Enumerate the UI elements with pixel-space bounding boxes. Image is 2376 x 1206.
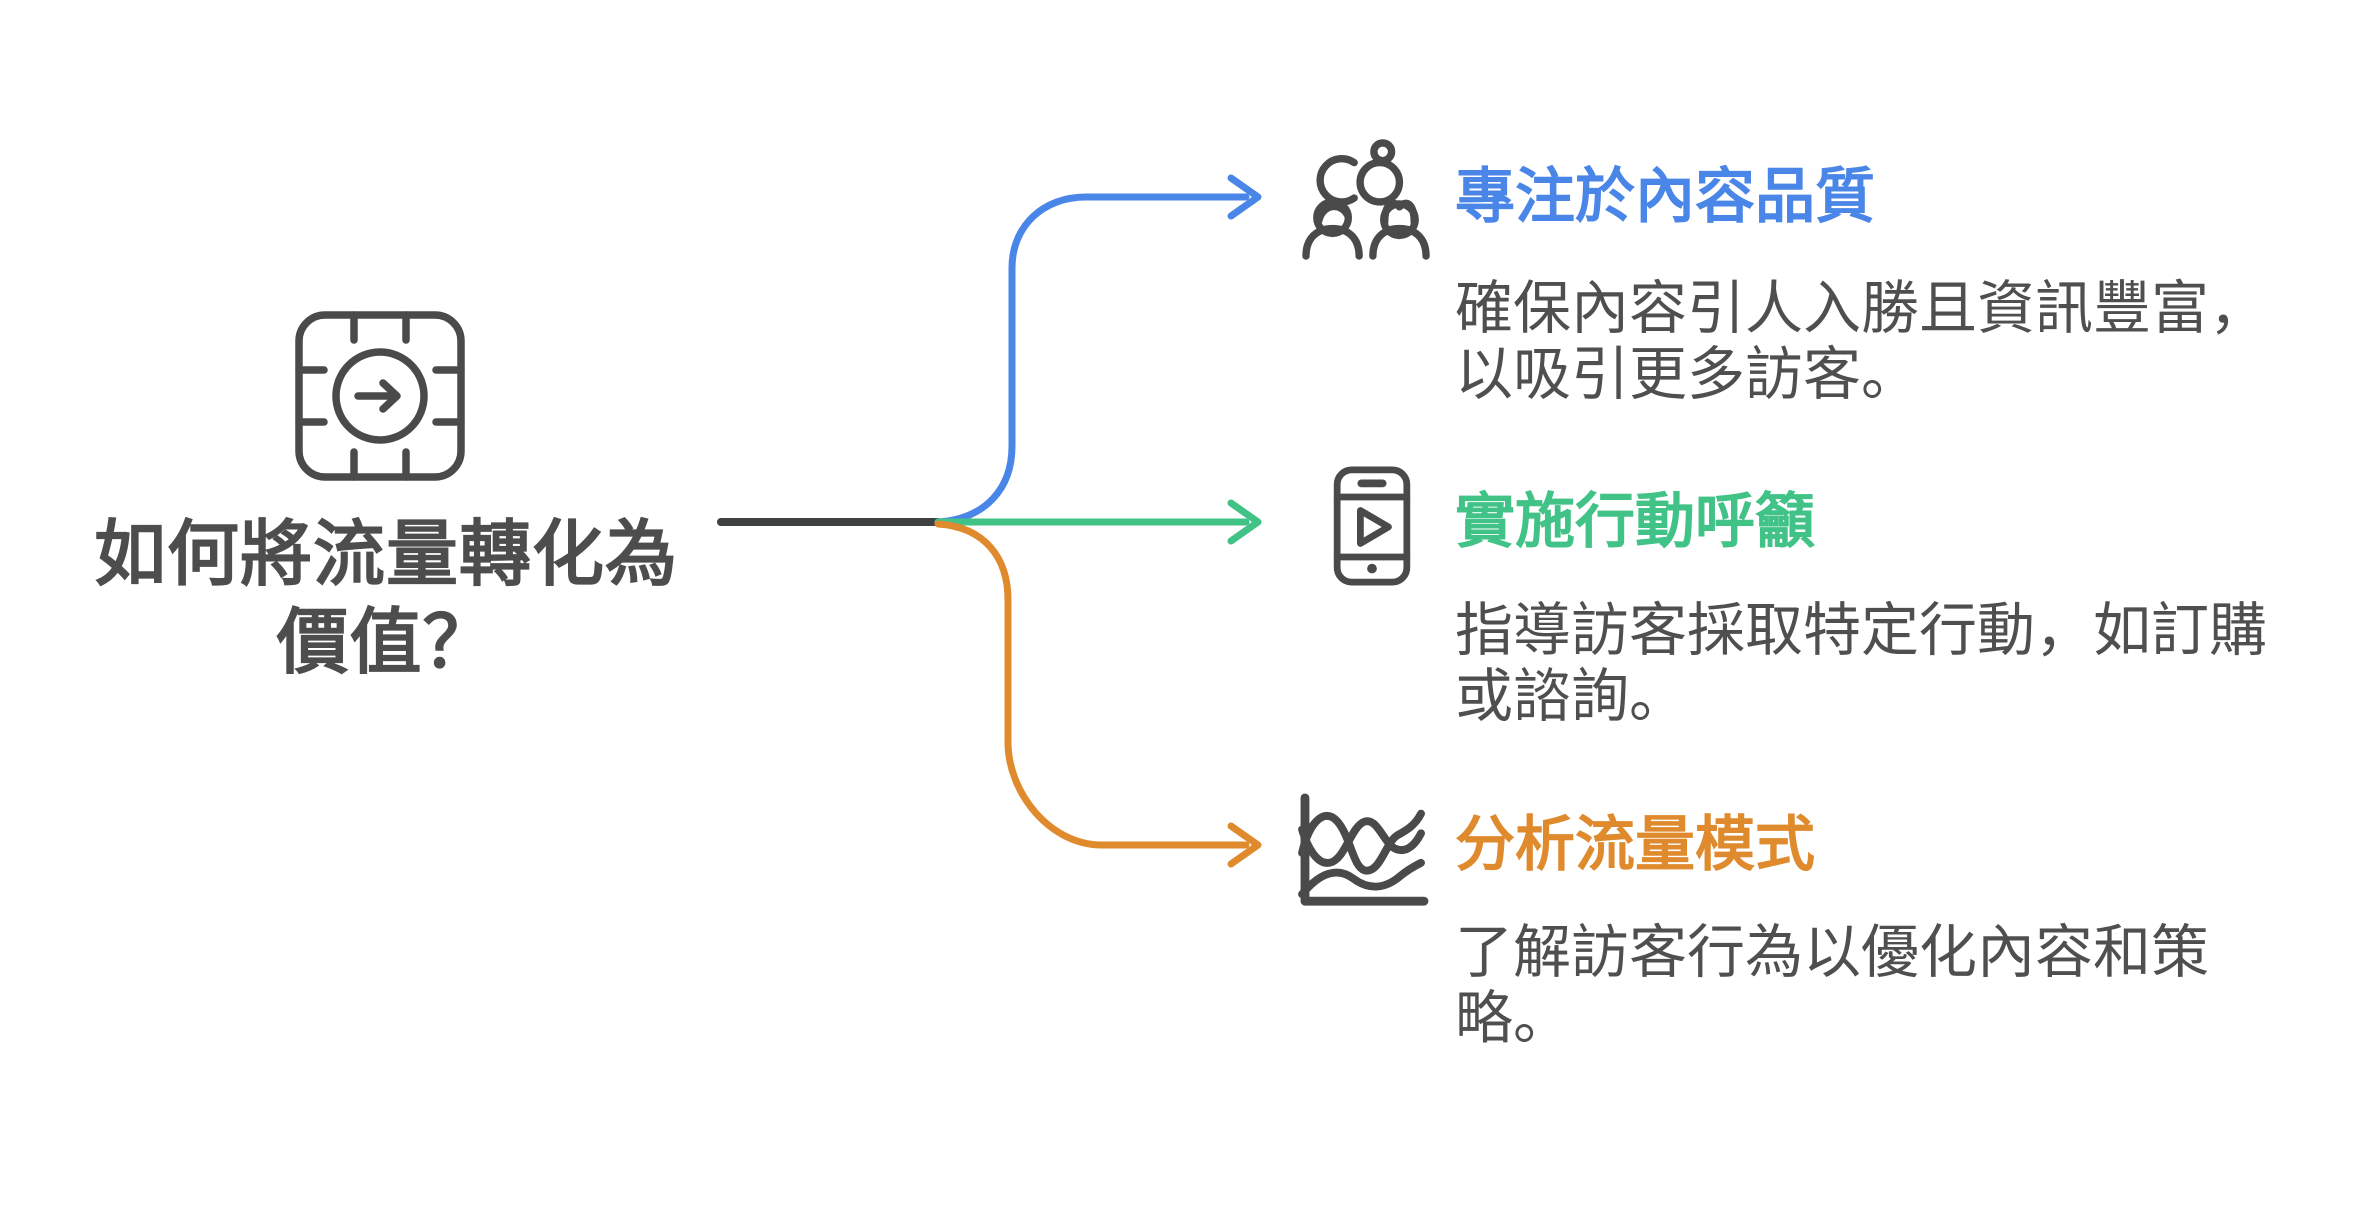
central-title: 如何將流量轉化為 價值？ — [50, 512, 722, 688]
branch-line-middle — [934, 499, 1262, 545]
description-line: 以吸引更多訪客。 — [1455, 342, 1920, 407]
description-line: 確保內容引人入勝且資訊豐富， — [1455, 276, 2268, 341]
branch-description-traffic-patterns: 了解訪客行為以優化內容和策 略。 — [1455, 920, 2209, 1052]
branch-description-call-to-action: 指導訪客採取特定行動，如訂購 或諮詢。 — [1455, 598, 2267, 730]
arrowhead-middle — [1227, 499, 1262, 545]
branch-title-call-to-action: 實施行動呼籲 — [1455, 488, 1815, 555]
branch-title-traffic-patterns: 分析流量模式 — [1455, 811, 1815, 878]
chip-arrow-icon — [295, 311, 465, 481]
description-line: 了解訪客行為以優化內容和策 — [1455, 920, 2210, 985]
central-title-line1: 如何將流量轉化為 — [93, 515, 678, 595]
branch-line-bottom — [934, 520, 1262, 868]
branch-description-content-quality: 確保內容引人入勝且資訊豐富， 以吸引更多訪客。 — [1455, 276, 2267, 408]
branch-line-top — [934, 174, 1262, 526]
description-line: 或諮詢。 — [1455, 664, 1688, 729]
arrowhead-top — [1227, 174, 1262, 220]
arrowhead-bottom — [1227, 822, 1262, 868]
branch-title-content-quality: 專注於內容品質 — [1455, 163, 1875, 230]
people-conversation-icon — [1302, 139, 1430, 260]
central-title-line2: 價值？ — [276, 602, 496, 683]
description-line: 指導訪客採取特定行動，如訂購 — [1455, 598, 2268, 663]
description-line: 略。 — [1455, 986, 1572, 1051]
line-chart-icon — [1298, 793, 1429, 906]
smartphone-play-icon — [1333, 466, 1411, 586]
